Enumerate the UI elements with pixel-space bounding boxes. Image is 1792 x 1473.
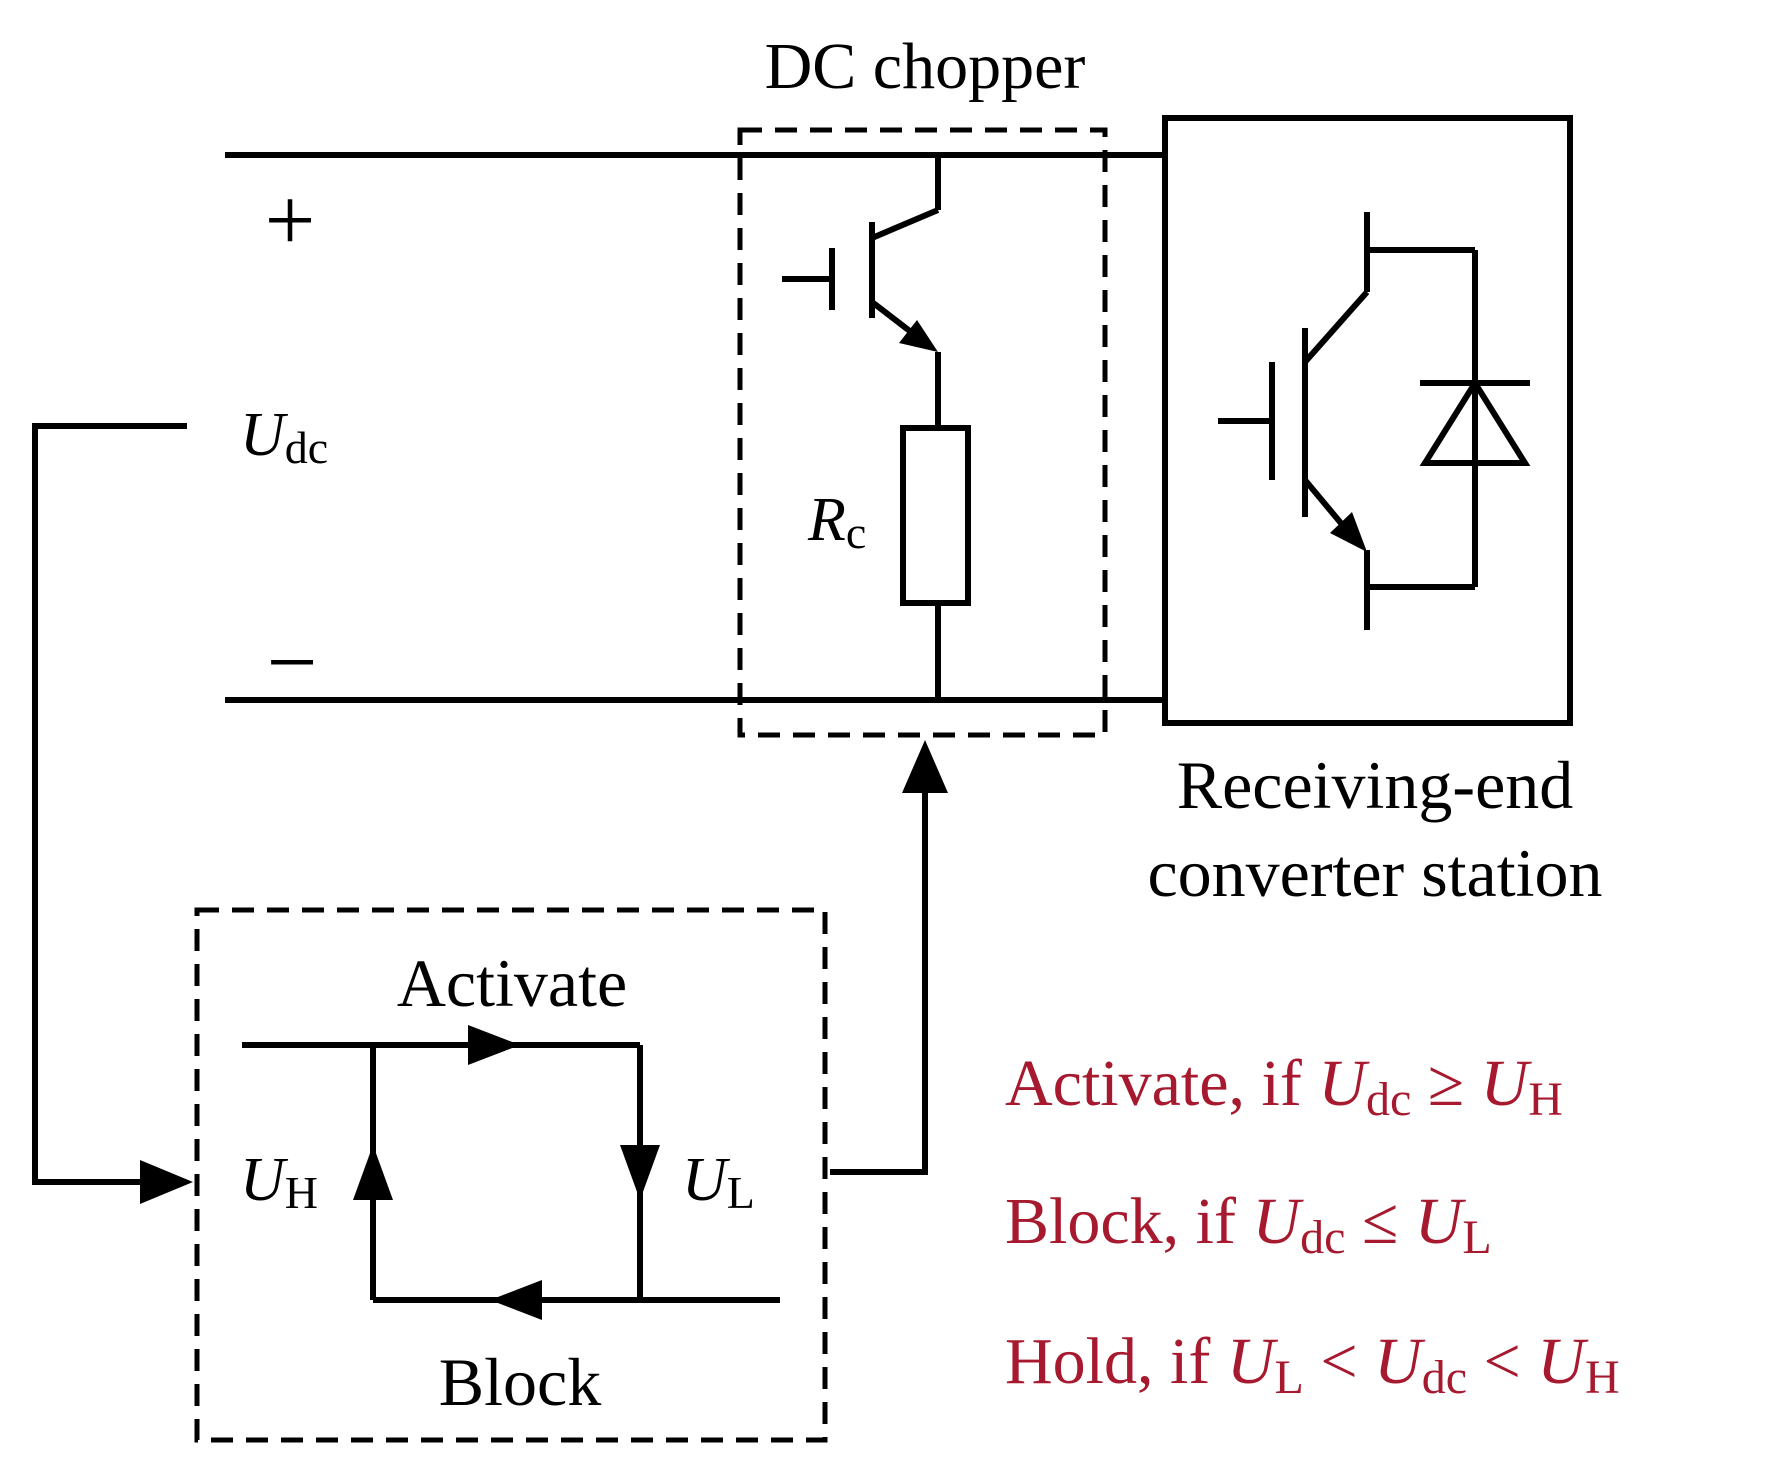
rule-hold: Hold, if UL < Udc < UH xyxy=(1005,1325,1620,1404)
up-arrow xyxy=(353,1145,393,1200)
converter-station-box xyxy=(1162,115,1573,726)
plus-sign: + xyxy=(265,171,316,270)
rc-label: Rc xyxy=(807,486,866,558)
station-igbt-emitter-arrow xyxy=(1330,512,1367,552)
dc-chopper-title: DC chopper xyxy=(765,30,1086,103)
dc-chopper-box xyxy=(737,127,1108,738)
minus-sign: − xyxy=(267,613,318,712)
activate-label: Activate xyxy=(397,945,627,1021)
block-label: Block xyxy=(439,1344,601,1420)
uh-label: UH xyxy=(240,1146,318,1218)
station-label-line1: Receiving-end xyxy=(1177,747,1574,823)
activate-arrow xyxy=(468,1025,520,1065)
chopper-gate-arrow xyxy=(902,740,948,793)
station-label-line2: converter station xyxy=(1147,835,1602,911)
ul-label: UL xyxy=(682,1146,755,1218)
station-igbt xyxy=(1218,212,1531,630)
udc-measure-wire xyxy=(32,423,187,1185)
down-arrow xyxy=(620,1145,660,1200)
block-arrow xyxy=(490,1280,542,1320)
rule-activate: Activate, if Udc ≥ UH xyxy=(1005,1047,1563,1126)
control-output-wire xyxy=(830,780,928,1175)
chopper-igbt xyxy=(782,155,941,428)
udc-label: Udc xyxy=(240,401,328,473)
rule-block: Block, if Udc ≤ UL xyxy=(1005,1185,1492,1264)
hysteresis-controller-box xyxy=(194,907,828,1443)
chopper-igbt-emitter-arrow xyxy=(899,320,938,352)
controller-input-arrow xyxy=(140,1160,193,1204)
resistor-rc xyxy=(900,425,971,606)
